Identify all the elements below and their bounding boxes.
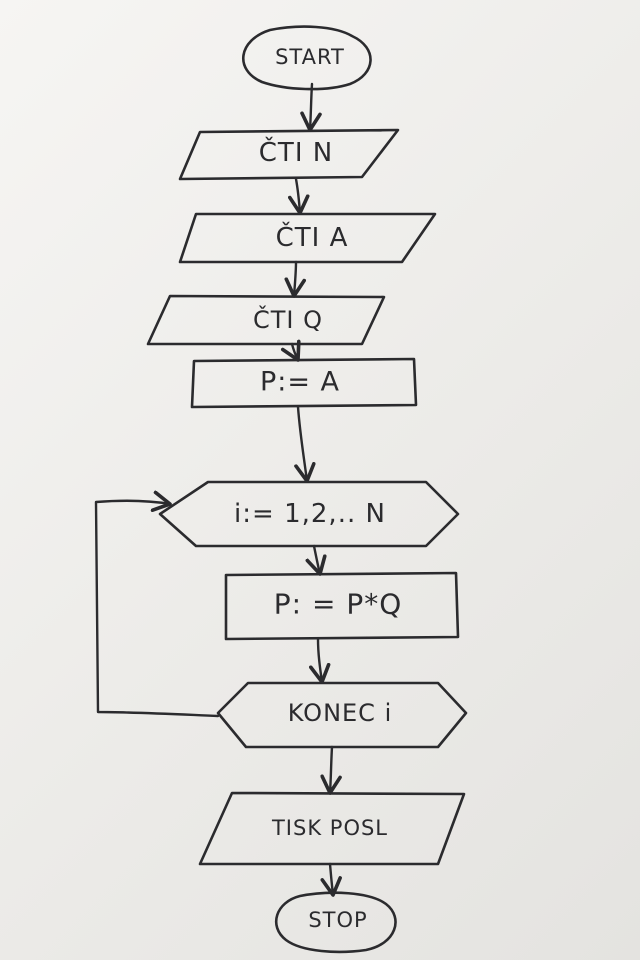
edge-print-to-stop: [320, 862, 342, 897]
node-stop: STOP: [274, 891, 397, 954]
node-read-q-label: ČTI Q: [253, 304, 323, 334]
node-multiply-shape: [224, 571, 460, 641]
node-loop-end-label: KONEC i: [288, 699, 393, 727]
node-assign-p-shape: [190, 357, 418, 409]
node-read-n: ČTI N: [178, 128, 400, 181]
node-read-n-label: ČTI N: [259, 136, 333, 168]
node-print: TISK POSL: [198, 791, 466, 866]
edge-assign-p-to-loop-start: [294, 405, 316, 483]
node-read-a: ČTI A: [178, 212, 437, 264]
node-loop-start: i:= 1,2,.. N: [158, 480, 460, 548]
node-print-shape: [198, 791, 466, 866]
edge-read-a-to-read-q: [284, 260, 307, 298]
edge-start-to-read-n: [300, 82, 322, 132]
node-stop-shape: [274, 891, 397, 954]
node-read-a-shape: [178, 212, 437, 264]
node-multiply: P: = P*Q: [224, 571, 460, 641]
node-loop-end-shape: [216, 681, 468, 749]
node-read-q-shape: [146, 294, 386, 346]
edge-loop-end-to-print: [320, 745, 342, 795]
node-assign-p-label: P:= A: [260, 367, 340, 398]
node-loop-start-label: i:= 1,2,.. N: [234, 499, 386, 529]
edge-read-q-to-assign-p: [280, 339, 301, 362]
edge-loop-end-to-loop-start: [94, 490, 220, 718]
node-read-a-label: ČTI A: [276, 221, 349, 253]
node-stop-label: STOP: [308, 908, 367, 932]
node-print-label: TISK POSL: [271, 816, 388, 840]
edge-read-n-to-read-a: [287, 177, 310, 215]
node-read-q: ČTI Q: [146, 294, 386, 346]
nodes: START ČTI N ČTI A ČTI Q P:= A i:= 1,2,.. N P: …: [146, 25, 468, 954]
edge-multiply-to-loop-end: [308, 637, 331, 684]
node-loop-end: KONEC i: [216, 681, 468, 749]
node-read-n-shape: [178, 128, 400, 181]
node-assign-p: P:= A: [190, 357, 418, 409]
edge-loop-start-to-multiply: [305, 544, 327, 576]
node-multiply-label: P: = P*Q: [274, 588, 403, 621]
node-start-label: START: [275, 45, 345, 69]
node-loop-start-shape: [158, 480, 460, 548]
node-start: START: [242, 25, 372, 91]
node-start-shape: [242, 25, 372, 91]
edges: [94, 82, 342, 897]
